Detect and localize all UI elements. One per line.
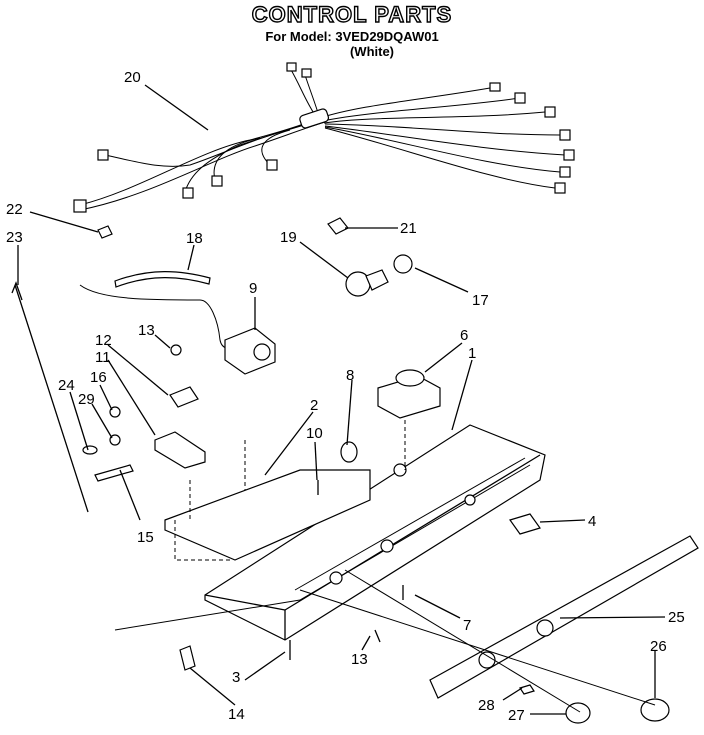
callout-13b: 13: [351, 651, 368, 668]
callout-18: 18: [186, 230, 203, 247]
washer: [82, 445, 98, 455]
callout-13a: 13: [138, 322, 155, 339]
wire-clip: [97, 225, 113, 239]
control-knob-8: [340, 441, 358, 463]
callout-28: 28: [478, 697, 495, 714]
control-housing: [204, 424, 546, 641]
callout-14: 14: [228, 706, 245, 723]
bulb-bracket: [327, 217, 349, 235]
callout-7: 7: [463, 617, 471, 634]
damper-control: [154, 431, 206, 469]
callout-15: 15: [137, 529, 154, 546]
model-line: For Model: 3VED29DQAW01: [265, 29, 439, 44]
callout-24: 24: [58, 377, 75, 394]
screw-13b: [374, 629, 381, 643]
callout-11: 11: [95, 349, 111, 366]
control-rod: [14, 284, 89, 513]
callout-26: 26: [650, 638, 667, 655]
callout-22: 22: [6, 201, 23, 218]
callout-25: 25: [668, 609, 685, 626]
callout-8: 8: [346, 367, 354, 384]
callout-20: 20: [124, 69, 141, 86]
clip-14: [179, 645, 196, 671]
callout-1: 1: [468, 345, 476, 362]
damper-bracket: [169, 386, 199, 408]
light-socket: [393, 254, 413, 274]
callout-6: 6: [460, 327, 468, 344]
callout-27: 27: [508, 707, 525, 724]
callout-9: 9: [249, 280, 257, 297]
capillary-tube: [114, 271, 211, 288]
callout-4: 4: [588, 513, 596, 530]
diagram-title: CONTROL PARTS: [251, 1, 453, 27]
switch-4: [509, 513, 541, 535]
control-knob-27: [565, 702, 591, 724]
console-panel: [429, 535, 699, 699]
callout-10: 10: [306, 425, 323, 442]
callout-2: 2: [310, 397, 318, 414]
callout-23: 23: [6, 229, 23, 246]
leader-lines: [17, 84, 666, 715]
callout-3: 3: [232, 669, 240, 686]
part-28: [519, 684, 535, 695]
control-bracket: [164, 469, 371, 561]
callout-12: 12: [95, 332, 112, 349]
callout-19: 19: [280, 229, 297, 246]
color-line: (White): [349, 44, 395, 59]
callout-16: 16: [90, 369, 107, 386]
callout-17: 17: [472, 292, 489, 309]
callout-21: 21: [400, 220, 417, 237]
control-knob-26: [640, 698, 670, 722]
wire-harness: [73, 62, 575, 213]
callout-29: 29: [78, 391, 95, 408]
